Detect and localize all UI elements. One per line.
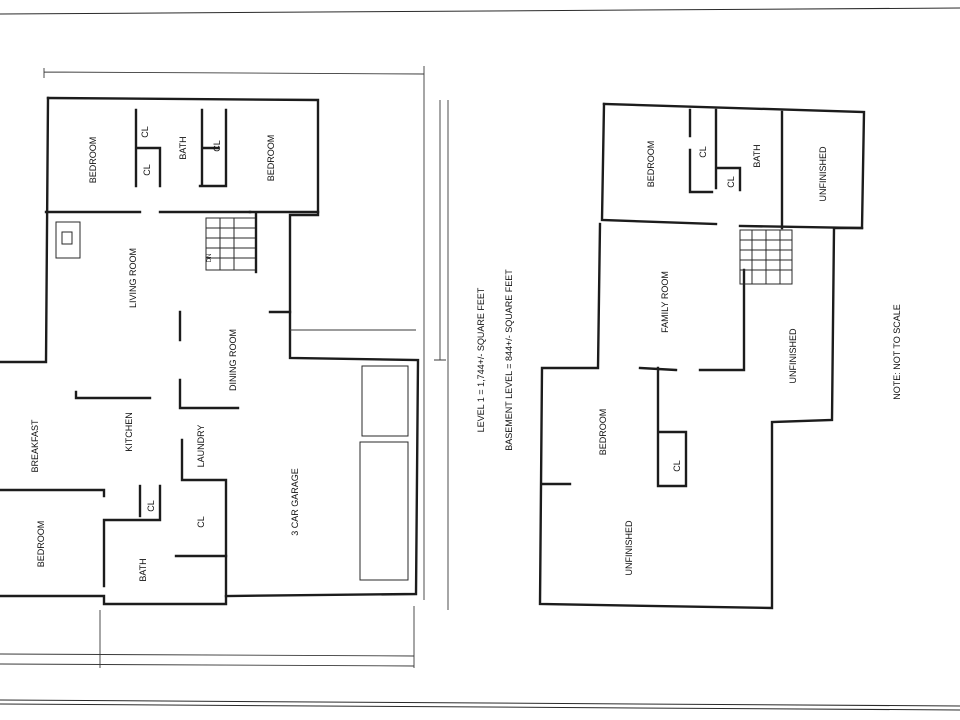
- room-label-closet: CL: [672, 460, 682, 472]
- room-label-dining-room: DINING ROOM: [228, 329, 238, 391]
- room-label-closet: CL: [726, 176, 736, 188]
- room-label-closet: CL: [146, 500, 156, 512]
- area-note-basement: BASEMENT LEVEL = 844+/- SQUARE FEET: [504, 269, 514, 451]
- level1-plan: [0, 66, 449, 668]
- room-label-bedroom: BEDROOM: [36, 521, 46, 568]
- room-label-closet: CL: [698, 146, 708, 158]
- room-label-closet: CL: [142, 164, 152, 176]
- room-label-unfinished: UNFINISHED: [788, 328, 798, 384]
- room-label-breakfast: BREAKFAST: [30, 419, 40, 473]
- room-label-family-room: FAMILY ROOM: [660, 271, 670, 333]
- room-label-laundry: LAUNDRY: [196, 425, 206, 468]
- area-note-level1: LEVEL 1 = 1,744+/- SQUARE FEET: [476, 287, 486, 432]
- stair-direction-label: DN: [207, 254, 213, 263]
- room-label-unfinished: UNFINISHED: [818, 146, 828, 202]
- room-label-bath: BATH: [752, 144, 762, 167]
- room-label-closet: CL: [212, 140, 222, 152]
- room-label-bath: BATH: [138, 558, 148, 581]
- room-label-bath: BATH: [178, 136, 188, 159]
- room-label-unfinished: UNFINISHED: [624, 520, 634, 576]
- room-label-closet: CL: [196, 516, 206, 528]
- room-label-closet: CL: [140, 126, 150, 138]
- room-label-garage: 3 CAR GARAGE: [290, 468, 300, 536]
- room-label-bedroom: BEDROOM: [266, 135, 276, 182]
- room-label-living-room: LIVING ROOM: [128, 248, 138, 308]
- basement-plan: [538, 102, 866, 610]
- room-label-kitchen: KITCHEN: [124, 412, 134, 452]
- sheet-border: [0, 7, 960, 711]
- room-label-bedroom: BEDROOM: [598, 409, 608, 456]
- room-label-bedroom: BEDROOM: [88, 137, 98, 184]
- scale-note: NOTE: NOT TO SCALE: [892, 304, 902, 400]
- room-label-bedroom: BEDROOM: [646, 141, 656, 188]
